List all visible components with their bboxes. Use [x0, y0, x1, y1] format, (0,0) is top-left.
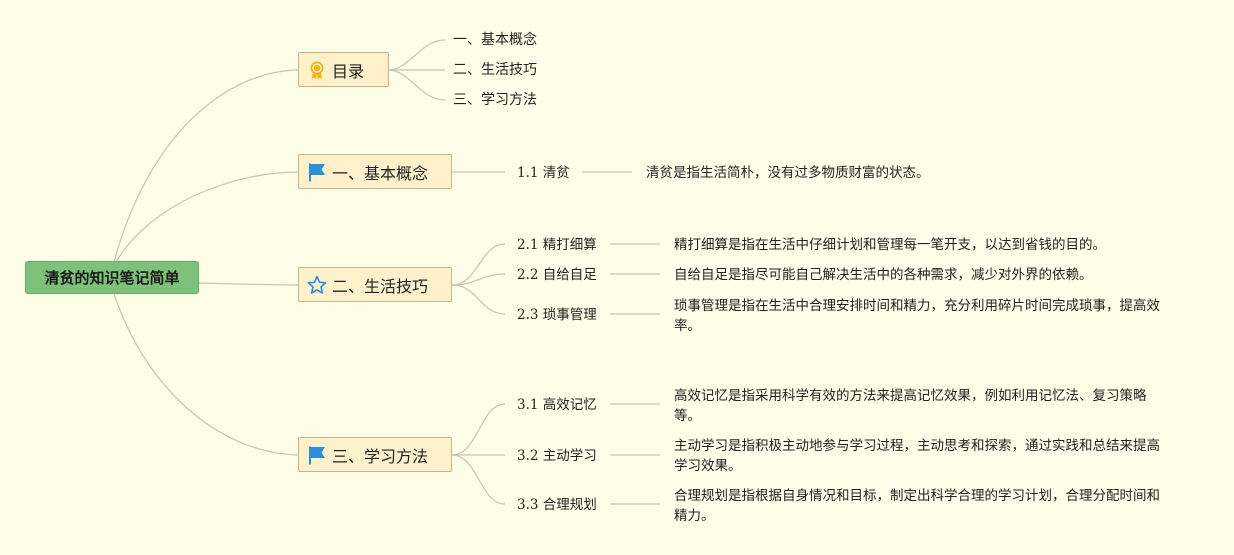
section-3-item-1-desc: 高效记忆是指采用科学有效的方法来提高记忆效果，例如利用记忆法、复习策略等。 [674, 388, 1147, 424]
connector-s2-3 [451, 284, 506, 315]
flag-icon [307, 445, 327, 465]
branch-section-1[interactable]: 一、基本概念 [298, 154, 452, 189]
root-topic[interactable]: 清贫的知识笔记简单 [25, 261, 199, 294]
connector-root-section-3 [113, 293, 301, 456]
branch-section-2[interactable]: 二、生活技巧 [298, 267, 452, 302]
toc-item-1[interactable]: 一、基本概念 [453, 32, 537, 48]
connector-toc-3 [387, 69, 446, 101]
connector-root-section-1 [115, 171, 301, 263]
section-2-item-1-title[interactable]: 2.1 精打细算 [517, 237, 597, 253]
connector-s3-3 [451, 454, 506, 505]
section-2-item-1-desc: 精打细算是指在生活中仔细计划和管理每一笔开支，以达到省钱的目的。 [674, 237, 1106, 253]
root-topic-label: 清贫的知识笔记简单 [44, 269, 180, 287]
connector-s3-1 [451, 403, 506, 456]
branch-section-1-label: 一、基本概念 [332, 163, 429, 183]
toc-item-3[interactable]: 三、学习方法 [453, 92, 537, 108]
section-1-item-1-title[interactable]: 1.1 清贫 [517, 165, 570, 181]
branch-section-2-label: 二、生活技巧 [332, 276, 429, 296]
section-3-item-2-title[interactable]: 3.2 主动学习 [517, 448, 597, 464]
section-3-item-3-desc: 合理规划是指根据自身情况和目标，制定出科学合理的学习计划，合理分配时间和精力。 [674, 488, 1160, 524]
toc-item-2[interactable]: 二、生活技巧 [453, 62, 537, 78]
section-2-item-2-desc: 自给自足是指尽可能自己解决生活中的各种需求，减少对外界的依赖。 [674, 267, 1093, 283]
section-3-item-2-desc: 主动学习是指积极主动地参与学习过程，主动思考和探索，通过实践和总结来提高学习效果… [674, 438, 1160, 474]
connector-s2-1 [451, 243, 506, 286]
connector-toc-1 [387, 39, 446, 71]
flag-icon [307, 162, 327, 182]
section-3-item-1-title[interactable]: 3.1 高效记忆 [517, 397, 597, 413]
award-ribbon-icon [307, 60, 327, 80]
section-1-item-1-desc: 清贫是指生活简朴，没有过多物质财富的状态。 [646, 165, 930, 181]
section-2-item-3-title[interactable]: 2.3 琐事管理 [517, 307, 597, 323]
section-2-item-2-title[interactable]: 2.2 自给自足 [517, 267, 597, 283]
star-icon [307, 275, 327, 295]
branch-section-3[interactable]: 三、学习方法 [298, 437, 452, 472]
connector-root-toc [113, 69, 301, 263]
branch-toc[interactable]: 目录 [298, 52, 389, 87]
section-3-item-3-title[interactable]: 3.3 合理规划 [517, 497, 597, 513]
connector-root-section-2 [198, 282, 301, 286]
section-2-item-3-desc: 琐事管理是指在生活中合理安排时间和精力，充分利用碎片时间完成琐事，提高效率。 [674, 298, 1160, 334]
connector-s2-2 [451, 273, 506, 286]
branch-toc-label: 目录 [332, 61, 365, 81]
branch-section-3-label: 三、学习方法 [332, 446, 429, 466]
